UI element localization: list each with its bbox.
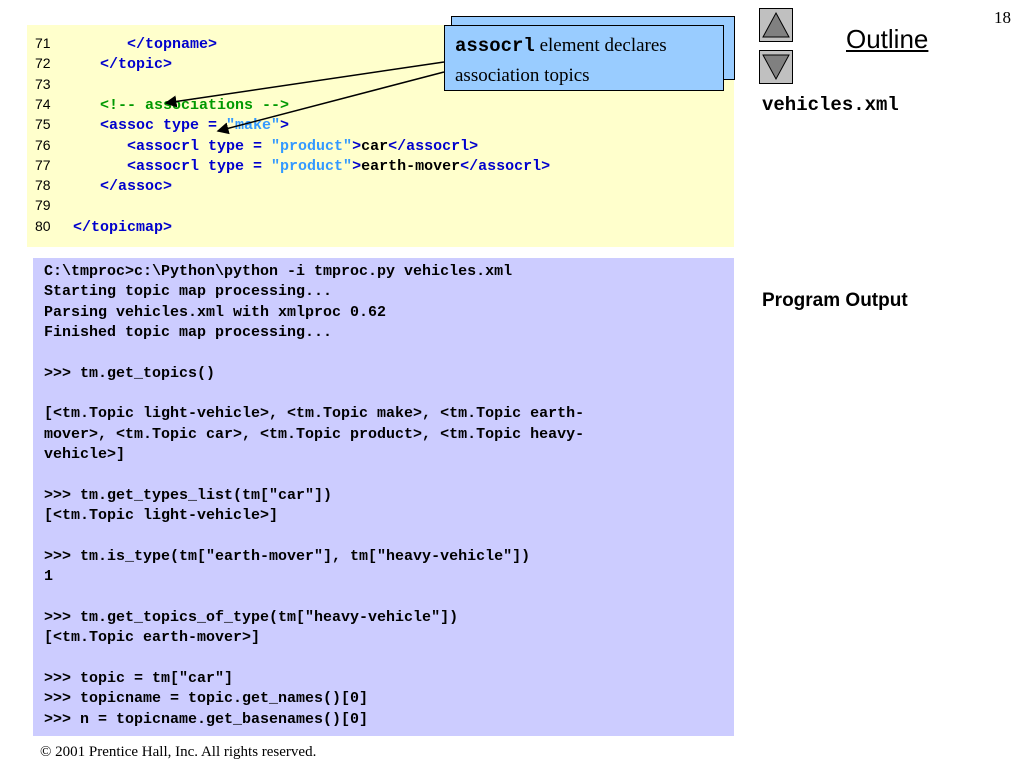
next-slide-button[interactable]	[759, 50, 793, 84]
previous-slide-button[interactable]	[759, 8, 793, 42]
code-token: </topic>	[73, 56, 173, 74]
output-line: C:\tmproc>c:\Python\python -i tmproc.py …	[44, 263, 513, 280]
output-line: Finished topic map processing...	[44, 324, 333, 342]
code-token: </topname>	[73, 36, 218, 53]
code-token: earth-mover	[361, 157, 461, 175]
code-token: "make"	[226, 117, 281, 135]
output-line: [<tm.Topic light-vehicle>]	[44, 507, 279, 525]
line-number: 80	[35, 217, 51, 234]
code-token: <assocrl type =	[73, 137, 272, 155]
line-number: 78	[35, 177, 51, 194]
code-line: 76 <assocrl type = "product">car</assocr…	[27, 135, 478, 155]
code-token: "product"	[271, 137, 353, 155]
code-line: 74 <!-- associations -->	[27, 94, 289, 114]
callout-keyword: assocrl	[455, 35, 535, 57]
output-line: >>> n = topicname.get_basenames()[0]	[44, 710, 369, 728]
output-line: [<tm.Topic light-vehicle>, <tm.Topic mak…	[44, 405, 585, 423]
line-number: 79	[35, 197, 51, 214]
output-line: >>> tm.get_topics_of_type(tm["heavy-vehi…	[44, 608, 459, 626]
code-token: <!-- associations -->	[73, 96, 290, 114]
line-number: 76	[35, 136, 51, 153]
code-token: </assocrl>	[388, 137, 479, 155]
copyright-notice: © 2001 Prentice Hall, Inc. All rights re…	[40, 744, 317, 760]
code-line: 80 </topicmap>	[27, 216, 172, 236]
output-line: >>> tm.get_topics()	[44, 364, 216, 382]
code-token: </assoc>	[73, 178, 173, 196]
line-number: 73	[35, 75, 51, 92]
output-line: mover>, <tm.Topic car>, <tm.Topic produc…	[44, 425, 585, 443]
code-token: >	[352, 137, 362, 155]
output-line: >>> topicname = topic.get_names()[0]	[44, 690, 369, 708]
line-number: 74	[35, 95, 51, 112]
triangle-down-icon	[762, 54, 790, 81]
line-number: 77	[35, 156, 51, 173]
code-line: 79	[27, 195, 73, 215]
program-output-label: Program Output	[762, 290, 908, 311]
outline-link[interactable]: Outline	[846, 24, 929, 54]
arrow-line-2	[216, 71, 445, 135]
output-line: 1	[44, 568, 54, 586]
triangle-up-icon	[762, 11, 790, 38]
code-token: <assoc type =	[73, 117, 227, 135]
code-token: "product"	[271, 157, 353, 175]
line-number: 71	[35, 35, 51, 51]
code-line: 73	[27, 74, 73, 94]
line-number: 72	[35, 55, 51, 72]
slide-number: 18	[994, 8, 1011, 27]
arrow-line-1	[164, 61, 445, 108]
output-line: >>> tm.is_type(tm["earth-mover"], tm["he…	[44, 547, 531, 565]
output-line: Starting topic map processing...	[44, 283, 333, 301]
code-token: >	[280, 117, 290, 135]
output-line: [<tm.Topic earth-mover>]	[44, 629, 261, 647]
callout-text: element declares association topics	[455, 35, 667, 86]
code-line: 78 </assoc>	[27, 175, 172, 195]
code-token: <assocrl type =	[73, 157, 272, 175]
code-line: 75 <assoc type = "make">	[27, 114, 289, 134]
line-number: 75	[35, 116, 51, 133]
code-line: 77 <assocrl type = "product">earth-mover…	[27, 155, 550, 175]
code-token: car	[361, 137, 389, 155]
code-token: </assocrl>	[460, 157, 551, 175]
code-line: 72 </topic>	[27, 53, 172, 73]
output-line: >>> tm.get_types_list(tm["car"])	[44, 486, 333, 504]
callout-box: assocrl element declares association top…	[444, 25, 724, 91]
code-token: >	[352, 157, 362, 175]
output-line: >>> topic = tm["car"]	[44, 670, 234, 687]
code-token: </topicmap>	[73, 218, 173, 236]
program-output-panel: C:\tmproc>c:\Python\python -i tmproc.py …	[33, 258, 734, 736]
file-label: vehicles.xml	[762, 94, 899, 116]
output-line: Parsing vehicles.xml with xmlproc 0.62	[44, 303, 387, 321]
output-line: vehicle>]	[44, 446, 126, 464]
code-line: 71 </topname>	[27, 33, 217, 53]
